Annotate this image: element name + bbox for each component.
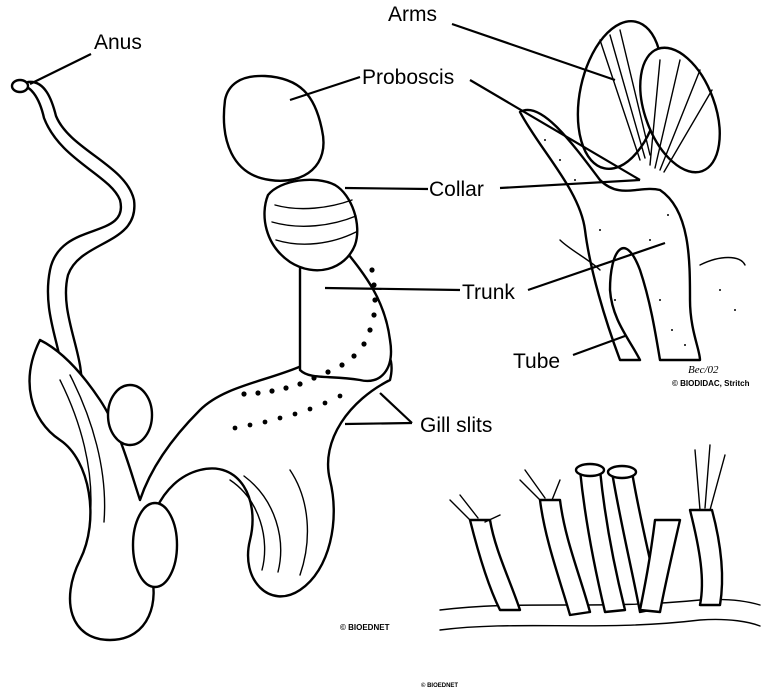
pointer-tube [572,334,626,357]
tube-stipple [544,139,736,346]
arms-fans [576,19,721,174]
label-gill-slits: Gill slits [420,414,492,437]
artist-signature: Bec/02 [688,364,719,376]
pointer-trunk-right [527,241,666,292]
gill-slit-dots [232,267,378,431]
pointer-trunk [324,286,461,292]
credit-bioednet-main: © BIOEDNET [340,623,390,632]
pointer-anus [29,53,92,85]
acorn-worm-drawing [10,74,393,642]
pointer-gill-upper [379,392,413,424]
proboscis-shape [222,74,325,182]
label-arms: Arms [388,3,437,26]
pointer-proboscis [289,75,361,102]
pointer-lines [29,22,666,426]
pointer-proboscis-right [469,79,641,181]
label-proboscis: Proboscis [362,66,454,89]
label-anus: Anus [94,31,142,54]
pointer-collar-right [499,178,641,190]
label-trunk: Trunk [462,281,515,304]
pointer-arms [451,22,616,82]
label-collar: Collar [429,178,484,201]
anus-opening [10,78,30,94]
label-tube: Tube [513,350,560,373]
pointer-gill-lower [344,421,413,426]
pterobranch-drawing [518,19,746,362]
credit-bioednet-small: © BIOEDNET [421,682,458,689]
credit-biodidac: © BIODIDAC, Stritch [672,379,750,388]
pointer-collar [344,186,429,191]
tube-shape [518,108,702,362]
tube-colony-drawing [439,444,761,631]
